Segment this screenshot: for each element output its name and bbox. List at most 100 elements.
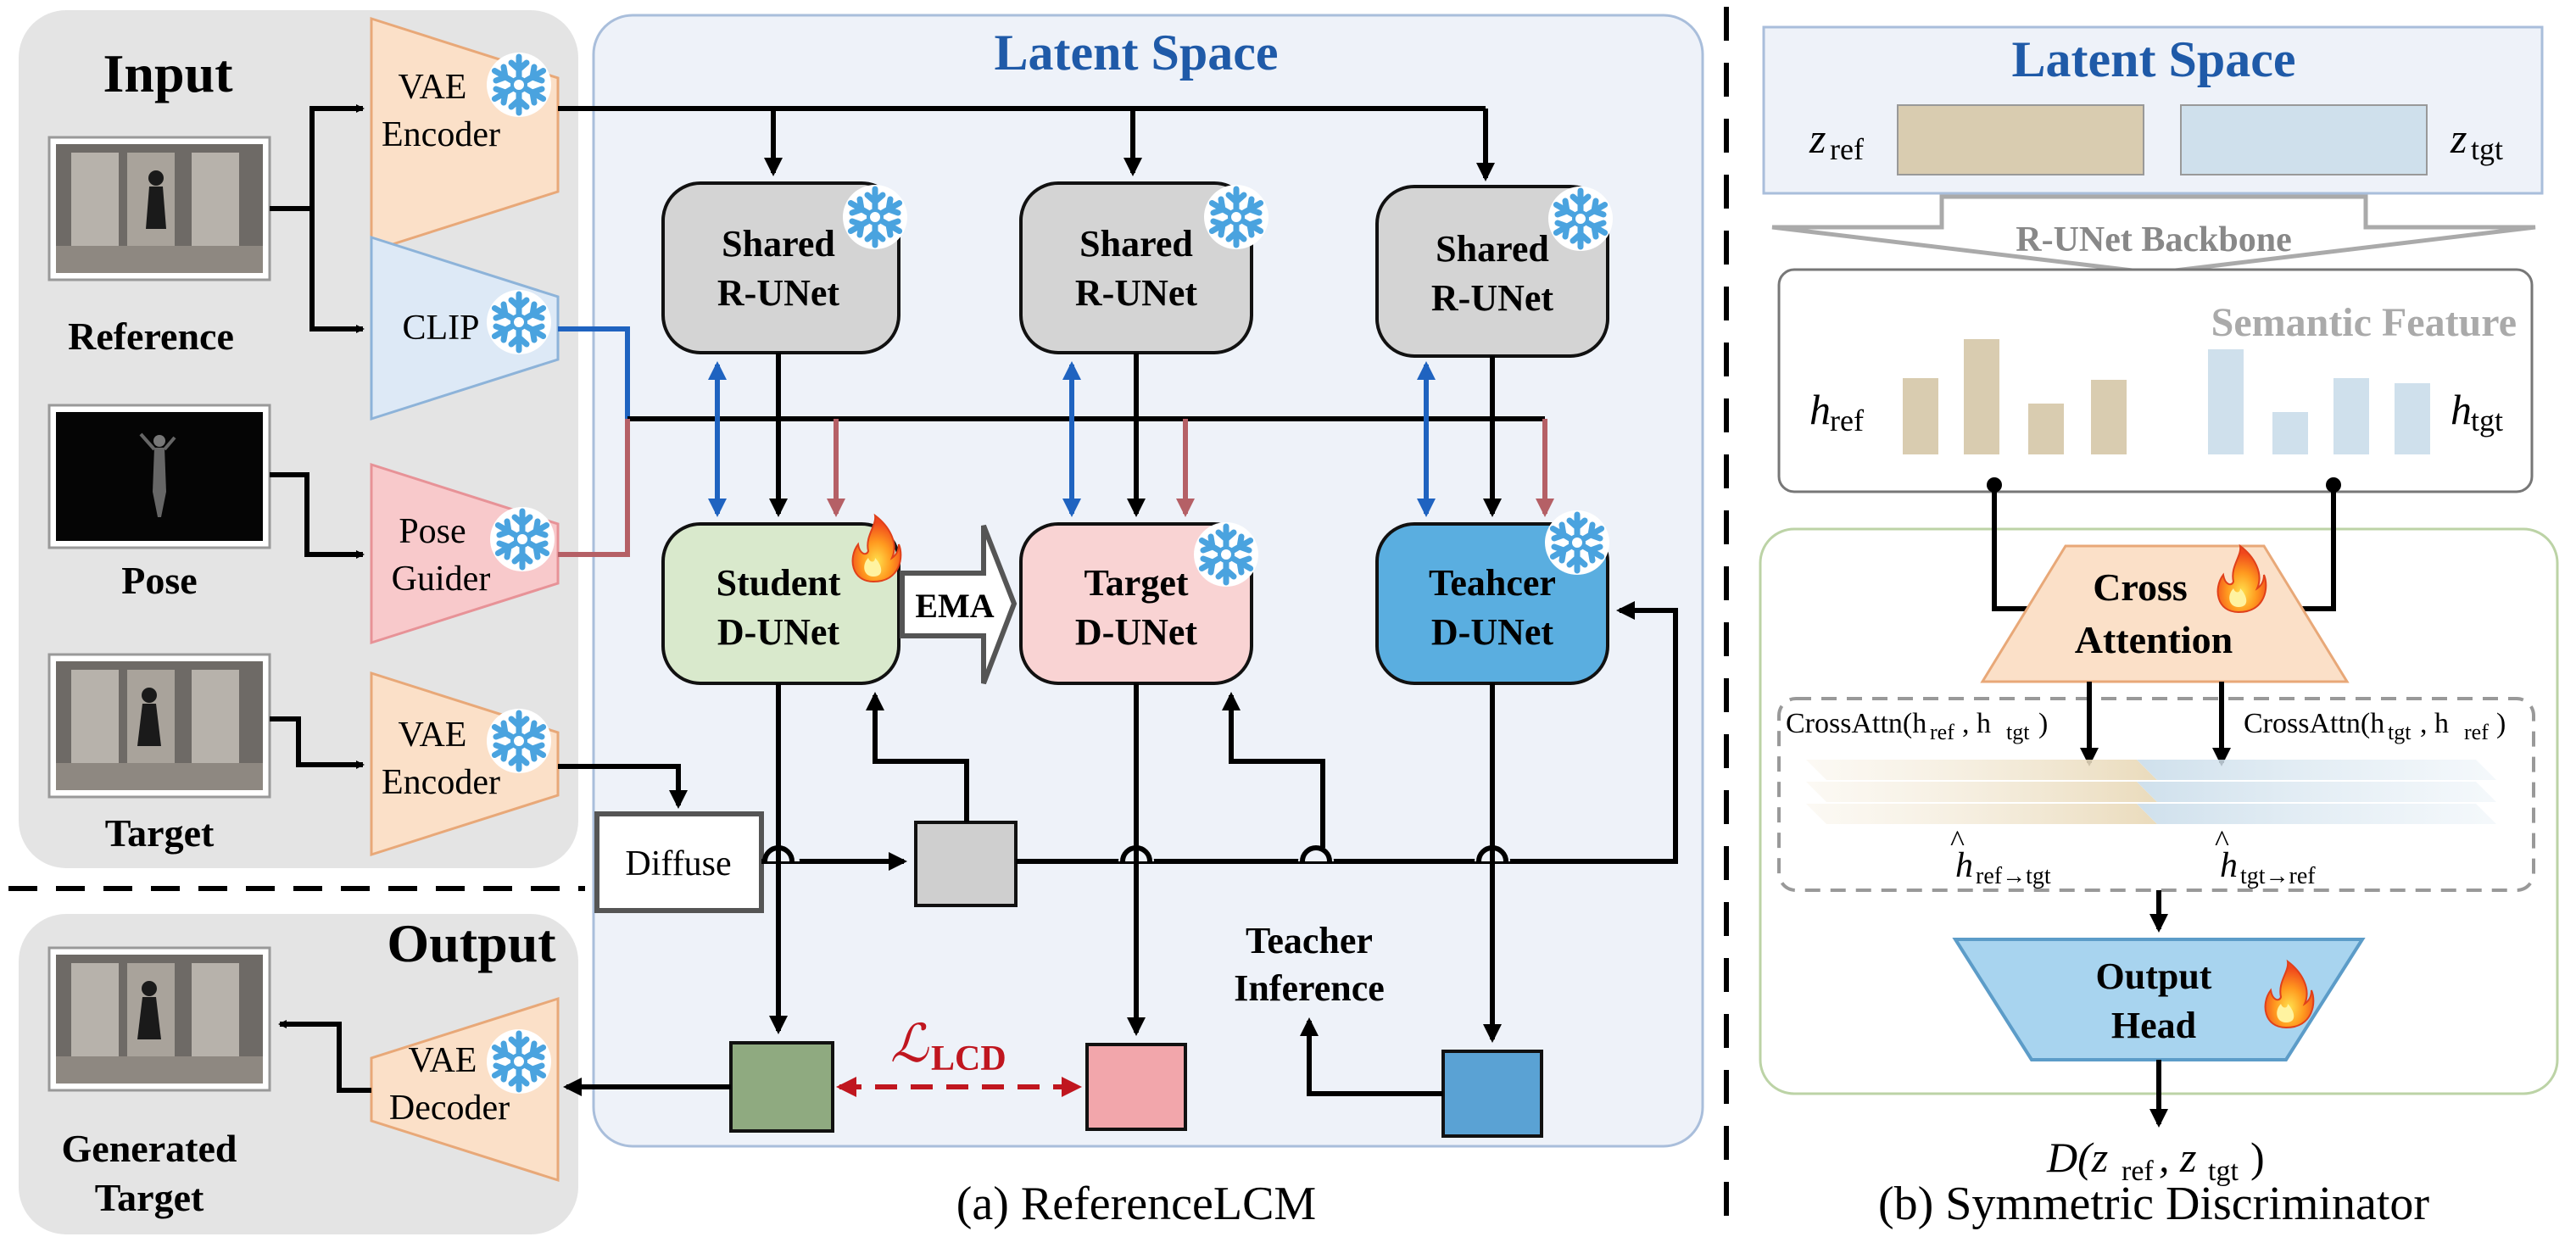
output-title: Output (387, 913, 556, 973)
output-head-block (1952, 938, 2366, 1061)
svg-text:ref: ref (2122, 1156, 2154, 1187)
z-tgt-bar (2180, 104, 2428, 175)
shared-runet-1: Shared R-UNet (661, 181, 907, 354)
svg-text:CrossAttn(h: CrossAttn(h (2244, 708, 2384, 739)
caption-b: (b) Symmetric Discriminator (1878, 1178, 2429, 1230)
student-dunet: Student D-UNet (661, 515, 902, 685)
teacher-inference-2: Inference (1234, 967, 1385, 1009)
target-dunet: Target D-UNet (1019, 522, 1258, 685)
svg-text:R-UNet: R-UNet (1431, 277, 1554, 319)
svg-text:tgt: tgt (2006, 720, 2030, 744)
svg-text:h: h (1809, 386, 1831, 433)
attention-feature-stacks (1806, 760, 2496, 824)
svg-text:D(z: D(z (2046, 1134, 2108, 1181)
h-tgt-bars (2208, 349, 2430, 454)
shared-runet-2: Shared R-UNet (1019, 181, 1268, 354)
svg-text:, h: , h (1962, 708, 1991, 739)
svg-text:ref: ref (2464, 720, 2489, 744)
discriminator-output-expr: D(z ref , z tgt ) (2046, 1134, 2265, 1187)
svg-text:VAE: VAE (409, 1041, 477, 1080)
target-label: Target (105, 811, 215, 855)
svg-text:ref→tgt: ref→tgt (1976, 863, 2051, 889)
svg-text:tgt→ref: tgt→ref (2240, 863, 2316, 889)
svg-text:CrossAttn(h: CrossAttn(h (1786, 708, 1926, 739)
input-title: Input (103, 43, 234, 103)
svg-text:z: z (2450, 114, 2467, 162)
pose-label: Pose (121, 559, 197, 602)
svg-text:): ) (2038, 708, 2048, 739)
svg-text:VAE: VAE (399, 68, 467, 107)
svg-text:, z: , z (2159, 1134, 2196, 1181)
svg-text:D-UNet: D-UNet (717, 611, 840, 653)
svg-text:h: h (1955, 846, 1973, 885)
diffuse-box (594, 811, 764, 913)
svg-text:D-UNet: D-UNet (1075, 611, 1198, 653)
disc-latent-title: Latent Space (2012, 31, 2296, 87)
teacher-dunet: Teahcer D-UNet (1375, 510, 1609, 685)
svg-text:tgt: tgt (2471, 132, 2503, 166)
svg-text:ref: ref (1830, 404, 1864, 437)
svg-text:Attention: Attention (2075, 618, 2233, 661)
teacher-inference-1: Teacher (1246, 920, 1373, 961)
svg-text:Pose: Pose (399, 512, 466, 551)
svg-text:R-UNet: R-UNet (1075, 272, 1198, 314)
teacher-output-box (1441, 1050, 1543, 1138)
loss-subscript: LCD (931, 1039, 1006, 1078)
svg-text:CLIP: CLIP (402, 309, 479, 348)
svg-text:Encoder: Encoder (382, 115, 500, 154)
target-output-box (1085, 1043, 1187, 1131)
svg-text:h: h (2220, 846, 2238, 885)
svg-text:Cross: Cross (2093, 565, 2188, 609)
svg-text:Shared: Shared (1436, 228, 1549, 270)
svg-text:tgt: tgt (2471, 404, 2503, 437)
generated-target-image (47, 946, 271, 1092)
svg-text:D-UNet: D-UNet (1431, 611, 1554, 653)
svg-text:^: ^ (2215, 824, 2229, 858)
svg-text:Student: Student (716, 562, 841, 604)
crossattn-output-box (1777, 697, 2535, 892)
student-output-box (729, 1041, 834, 1133)
ema-arrow: EMA (900, 524, 1018, 685)
svg-text:Head: Head (2111, 1005, 2196, 1046)
svg-text:ref: ref (1930, 720, 1954, 744)
svg-text:R-UNet: R-UNet (717, 272, 840, 314)
svg-text:Decoder: Decoder (389, 1089, 510, 1128)
svg-text:h: h (2451, 386, 2472, 433)
svg-text:): ) (2250, 1134, 2265, 1181)
svg-text:^: ^ (1950, 824, 1965, 858)
reference-label: Reference (68, 315, 234, 358)
svg-text:z: z (1809, 114, 1826, 162)
backbone-arrow (1771, 194, 2536, 276)
svg-text:ref: ref (1830, 132, 1864, 166)
shared-runet-3: Shared R-UNet (1375, 187, 1613, 358)
h-ref-bars (1903, 339, 2127, 454)
svg-text:tgt: tgt (2388, 720, 2412, 744)
svg-text:EMA: EMA (915, 587, 994, 625)
pose-image (47, 404, 271, 549)
svg-text:, h: , h (2420, 708, 2449, 739)
svg-text:tgt: tgt (2208, 1156, 2239, 1187)
svg-text:Shared: Shared (722, 223, 835, 265)
svg-text:Diffuse: Diffuse (625, 844, 731, 883)
reference-image (47, 136, 271, 281)
svg-text:Output: Output (2096, 955, 2212, 997)
svg-text:R-UNet Backbone: R-UNet Backbone (2016, 220, 2291, 259)
generated-label-2: Target (95, 1176, 204, 1219)
svg-text:VAE: VAE (399, 716, 467, 755)
z-ref-bar (1897, 104, 2144, 175)
svg-text:Semantic Feature: Semantic Feature (2211, 300, 2517, 345)
svg-text:Guider: Guider (392, 560, 491, 599)
svg-text:Target: Target (1084, 562, 1188, 604)
target-image (47, 653, 271, 799)
svg-text:Teahcer: Teahcer (1429, 562, 1556, 604)
svg-text:Shared: Shared (1079, 223, 1193, 265)
loss-symbol: ℒ (890, 1016, 929, 1073)
svg-text:Encoder: Encoder (382, 763, 500, 802)
caption-a: (a) ReferenceLCM (956, 1178, 1316, 1230)
noisy-latent-box (914, 821, 1018, 907)
latent-space-title: Latent Space (995, 25, 1279, 81)
svg-text:): ) (2496, 708, 2506, 739)
generated-label-1: Generated (62, 1127, 237, 1170)
